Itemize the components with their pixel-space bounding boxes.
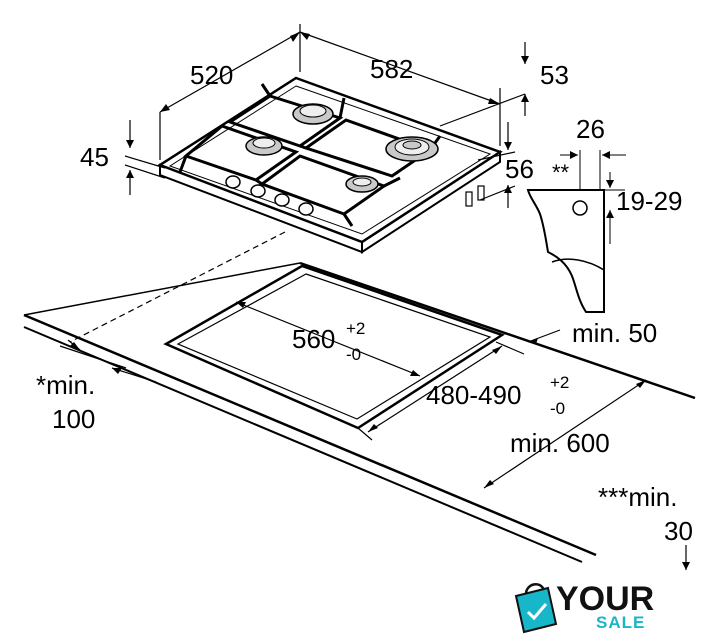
label-min-depth: min. 600 bbox=[510, 428, 610, 458]
knob-2 bbox=[250, 184, 266, 198]
knob-4 bbox=[298, 202, 314, 216]
profile-hole bbox=[572, 200, 588, 216]
burners bbox=[245, 103, 439, 193]
label-min-front-2: 100 bbox=[52, 404, 95, 434]
worktop-profile-detail bbox=[526, 150, 626, 313]
label-min-front-1: *min. bbox=[36, 370, 95, 400]
countertop bbox=[23, 261, 696, 563]
label-cutout-depth-plus: +2 bbox=[550, 373, 569, 392]
hob-right-face bbox=[361, 150, 501, 254]
label-cutout-width-plus: +2 bbox=[346, 319, 365, 338]
label-profile-thickness: 19-29 bbox=[616, 186, 683, 216]
hob-dimension-lines bbox=[124, 24, 526, 208]
hob-foot-right bbox=[477, 185, 485, 201]
logo-word-your: YOUR bbox=[556, 580, 654, 618]
label-min-wall-2: 30 bbox=[664, 516, 693, 546]
knob-1 bbox=[225, 175, 241, 189]
label-top-offset: 53 bbox=[540, 60, 569, 90]
gas-hob bbox=[157, 76, 503, 254]
arrowheads bbox=[70, 32, 690, 570]
projection-line bbox=[69, 231, 286, 343]
label-cutout-depth-minus: -0 bbox=[550, 399, 565, 418]
label-profile-marker: ** bbox=[552, 160, 570, 185]
dimension-labels: 520 582 53 45 56 26 ** 19-29 560 +2 -0 4… bbox=[36, 54, 693, 546]
logo-word-sale: SALE bbox=[596, 613, 645, 632]
label-cutout-width-minus: -0 bbox=[346, 345, 361, 364]
hob-inner-edge bbox=[168, 85, 492, 235]
brand-logo: YOUR SALE bbox=[514, 580, 654, 634]
label-width-left: 520 bbox=[190, 60, 233, 90]
label-hob-height: 45 bbox=[80, 142, 109, 172]
label-side-depth: 56 bbox=[505, 154, 534, 184]
label-width-top: 582 bbox=[370, 54, 413, 84]
label-min-wall-1: ***min. bbox=[598, 482, 677, 512]
label-cutout-depth: 480-490 bbox=[426, 380, 521, 410]
hob-top-surface bbox=[157, 76, 503, 244]
knob-3 bbox=[274, 193, 290, 207]
label-profile-width: 26 bbox=[576, 114, 605, 144]
label-min-back: min. 50 bbox=[572, 318, 657, 348]
label-cutout-width: 560 bbox=[292, 324, 335, 354]
shopping-bag-icon bbox=[514, 582, 558, 634]
control-knobs bbox=[225, 175, 314, 216]
hob-foot-left bbox=[465, 191, 473, 207]
